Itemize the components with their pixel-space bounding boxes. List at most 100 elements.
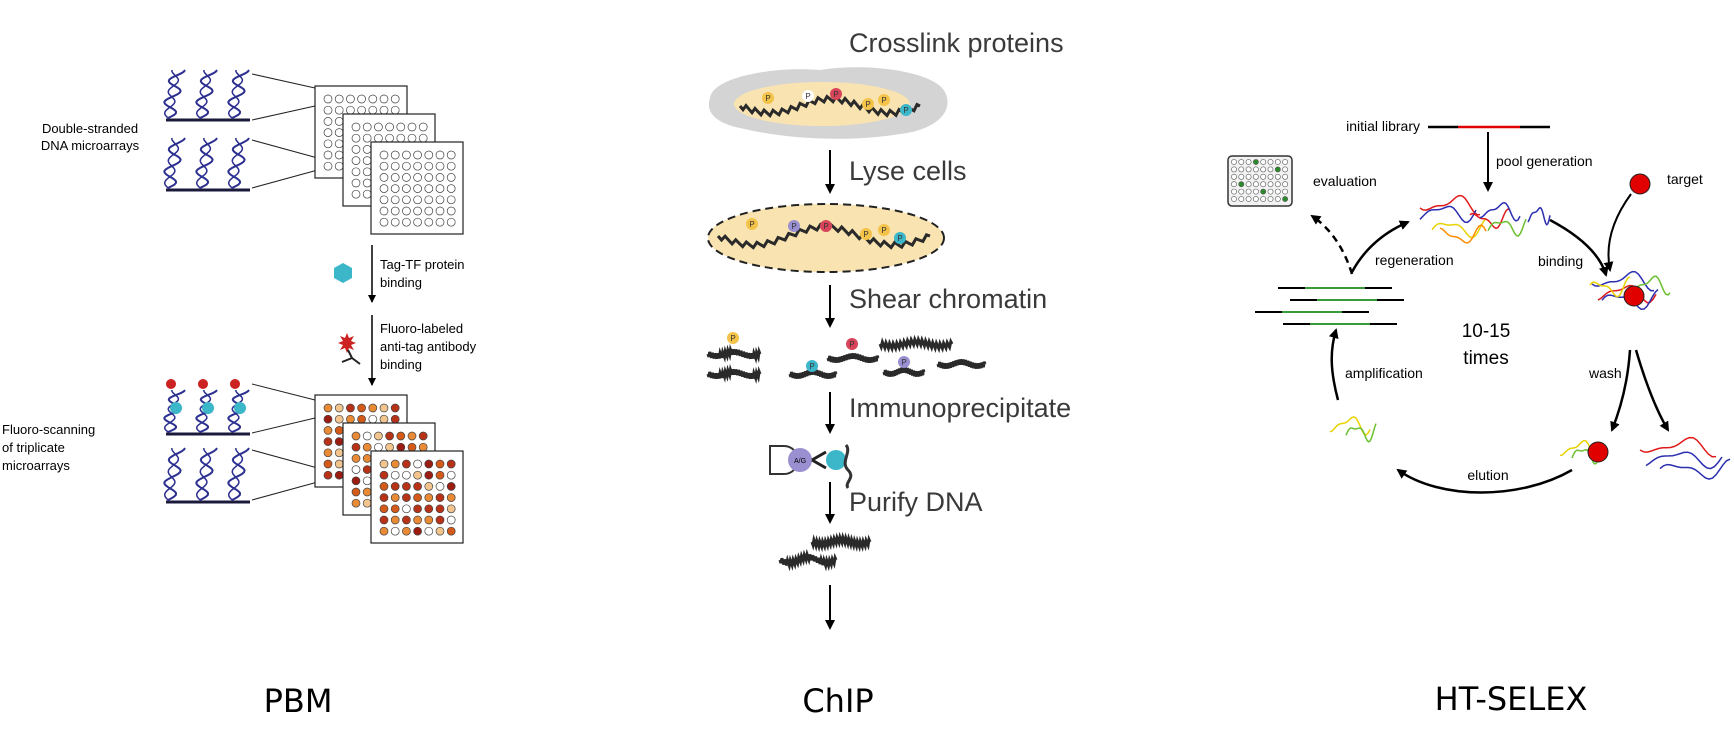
microarray-spot <box>351 431 361 441</box>
purified-dna-fragments <box>778 531 872 572</box>
microarray-spot <box>424 493 434 502</box>
microarray-spot <box>390 217 400 227</box>
protein-label: P <box>881 96 886 105</box>
plate-well <box>1253 159 1259 165</box>
microarray-spot <box>351 133 361 143</box>
microarray-spot <box>362 167 372 177</box>
plate-well <box>1267 166 1274 173</box>
microarray-spot <box>446 493 456 502</box>
microarray-spot <box>435 150 445 160</box>
microarray-spot <box>402 161 411 171</box>
microarray-spot <box>362 145 372 154</box>
fluor-label-dot <box>198 379 208 389</box>
dna-strand <box>195 447 218 501</box>
protein-label: P <box>833 90 838 99</box>
oligo-squiggle <box>1419 205 1477 224</box>
label-elution: elution <box>1467 467 1508 483</box>
microarray-spot <box>334 426 344 435</box>
microarray-spot <box>435 206 445 216</box>
microarray-spot <box>402 195 411 205</box>
chip-step-purify: Purify DNA <box>849 487 983 517</box>
microarray-spot <box>424 504 434 514</box>
label-dsdna-microarrays-1: Double-stranded <box>42 121 138 136</box>
dna-microarray-probes-bottom <box>163 137 250 192</box>
microarray-spot <box>379 526 389 536</box>
protein-dot <box>878 224 890 236</box>
label-antibody-2: anti-tag antibody <box>380 339 477 354</box>
microarray-spot <box>351 156 361 165</box>
microarray-spot <box>424 195 434 205</box>
label-cycles-1: 10-15 <box>1462 321 1511 342</box>
pbm-connector-lines-top <box>251 73 326 189</box>
microarray-spot <box>334 128 344 137</box>
microarray-spot <box>413 150 422 160</box>
microarray-spot <box>390 105 400 115</box>
plate-well <box>1267 188 1274 195</box>
dna-strand <box>227 447 250 501</box>
protein-dot <box>862 98 874 110</box>
label-evaluation: evaluation <box>1313 173 1377 189</box>
microarray-slides-fluorescent <box>314 394 464 544</box>
microarray-spot <box>323 117 333 126</box>
label-dsdna-microarrays-2: DNA microarrays <box>41 138 140 153</box>
plate-well <box>1267 159 1274 165</box>
chromatin-path <box>882 367 926 377</box>
plate-well <box>1274 196 1281 202</box>
label-tag-tf-1: Tag-TF protein <box>380 257 465 272</box>
chromatin-path <box>810 531 872 553</box>
dna-strand <box>227 69 244 119</box>
microarray-spot <box>390 470 400 480</box>
microarray-spot <box>413 459 422 469</box>
microarray-spot <box>435 493 445 502</box>
oligo-squiggle <box>1597 284 1657 304</box>
plate-well <box>1282 181 1288 188</box>
microarray-spot <box>351 442 361 452</box>
plate-well <box>1245 166 1252 173</box>
plate-well <box>1231 159 1237 165</box>
microarray-spot <box>379 105 389 115</box>
microarray-spot <box>323 403 333 413</box>
dna-strand <box>195 69 218 119</box>
microarray-spot <box>446 482 456 491</box>
microarray-spot <box>424 150 434 160</box>
bound-tf-dot <box>234 402 246 414</box>
target-bound-icon <box>1623 285 1645 307</box>
plate-well <box>1231 166 1237 173</box>
plate-well <box>1274 181 1281 188</box>
microarray-spot <box>435 195 445 205</box>
label-pool-generation: pool generation <box>1496 153 1593 169</box>
protein-dot <box>898 356 910 368</box>
microarray-spot <box>385 442 394 452</box>
caption-ht-selex: HT-SELEX <box>1435 680 1588 718</box>
dna-microarray-probes-top <box>163 69 250 122</box>
dna-strand <box>227 389 244 433</box>
label-binding: binding <box>1538 253 1583 269</box>
microarray-spot <box>323 150 333 160</box>
microarray-spot <box>357 94 366 104</box>
microarray-spot <box>379 482 389 491</box>
dna-strand <box>163 137 180 189</box>
protein-label: P <box>805 92 810 101</box>
microarray-spot <box>435 173 445 182</box>
microarray-spot <box>379 470 389 480</box>
protein-dot <box>900 104 912 116</box>
plate-well <box>1260 173 1267 180</box>
microarray-spot <box>390 94 400 104</box>
microarray-spot <box>334 139 344 149</box>
microarray-spot <box>446 217 456 227</box>
microarray-spot <box>346 105 355 115</box>
microarray-spot <box>334 105 344 115</box>
chip-step-lyse: Lyse cells <box>849 156 967 186</box>
microarray-spot <box>390 459 400 469</box>
retained-and-washed-oligos <box>1559 436 1731 480</box>
microarray-spot <box>402 526 411 536</box>
plate-well <box>1238 181 1245 188</box>
microarray-spot <box>334 403 344 413</box>
microarray-spot <box>334 448 344 458</box>
selex-panel: initial library pool generation evaluati… <box>1227 118 1731 718</box>
microarray-spot <box>402 184 411 193</box>
plate-well <box>1260 196 1267 202</box>
protein-dot <box>802 90 814 102</box>
plate-well <box>1253 181 1259 188</box>
